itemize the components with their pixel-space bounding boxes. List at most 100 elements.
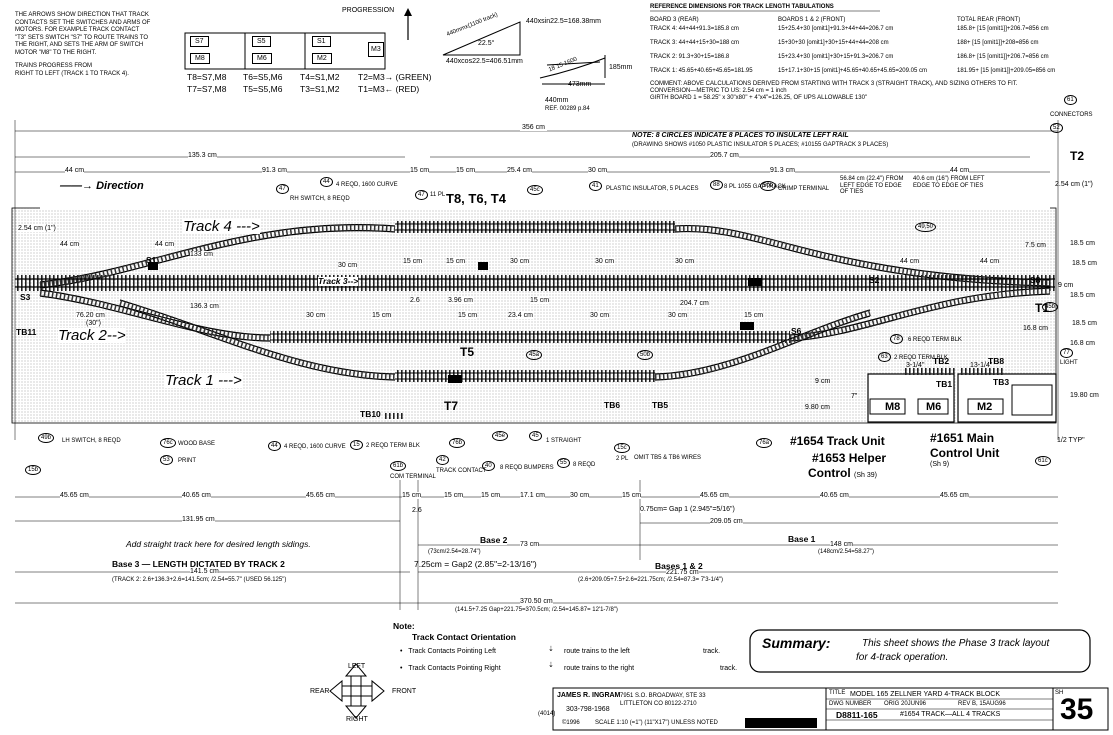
sheet-number: 35 bbox=[1060, 693, 1094, 726]
ref-table-title: REFERENCE DIMENSIONS FOR TRACK LENGTH TA… bbox=[650, 4, 834, 10]
geom-run: 473mm bbox=[568, 81, 592, 88]
base3-len: 141.5 cm bbox=[190, 568, 219, 575]
dim-26b: 2.6 bbox=[412, 507, 422, 514]
ref-row-4-a: TRACK 1: 45.65+40.65+45.65=181.95 bbox=[650, 68, 753, 74]
legend-box-s5: S5 bbox=[252, 36, 271, 47]
connectors-label: CONNECTORS bbox=[1050, 112, 1093, 118]
base12-sub: (2.6+209.05+7.5+2.6=221.75cm; /2.54=87.3… bbox=[578, 577, 724, 583]
tb3-label: TB3 bbox=[993, 377, 1010, 387]
contact-t2: T2 bbox=[1070, 149, 1085, 163]
callout-50b-b: 50b bbox=[637, 350, 654, 360]
row4-dim-44c: 44 cm bbox=[900, 258, 920, 265]
curve-note-a: 40.6 cm (16") FROM LEFT EDGE TO EDGE OF … bbox=[913, 176, 985, 189]
callout-77: 77 bbox=[1060, 348, 1073, 358]
callout-53: 53 bbox=[160, 455, 173, 465]
callout-15: 15 bbox=[350, 440, 363, 450]
switch-s1: S1 bbox=[146, 255, 157, 265]
legend-box-m2: M2 bbox=[312, 53, 332, 64]
orig-date: ORIG 20JUN96 bbox=[884, 701, 927, 707]
geom-ref: REF. 00289 p.84 bbox=[545, 106, 590, 112]
base2-len: 73 cm bbox=[520, 541, 540, 548]
note-circles: NOTE: 8 CIRCLES INDICATE 8 PLACES TO INS… bbox=[632, 132, 849, 139]
label-11pl: 11 PL bbox=[430, 192, 446, 198]
row3-dim-15: 15 cm bbox=[530, 297, 550, 304]
dim-44-a: 44 cm bbox=[65, 167, 85, 174]
row4-dim-133: 133 cm bbox=[190, 251, 213, 258]
legend-box-m6: M6 bbox=[252, 53, 272, 64]
row3-dim-185b: 18.5 cm bbox=[1070, 292, 1095, 299]
row3-dim-396: 3.96 cm bbox=[448, 297, 473, 304]
mapping-t5: T5=S5,M6 bbox=[243, 84, 283, 94]
rdim-168: 16.8 cm bbox=[1023, 325, 1048, 332]
track-1-label: Track 1 ---> bbox=[165, 372, 242, 389]
drawing-title: MODEL 165 ZELLNER YARD 4-TRACK BLOCK bbox=[850, 691, 1001, 698]
summary-text-1: This sheet shows the Phase 3 track layou… bbox=[862, 638, 1050, 649]
callout-76c: 76c bbox=[160, 438, 176, 448]
bdim-15b: 15 cm bbox=[444, 492, 464, 499]
row4-dim-15b: 15 cm bbox=[446, 258, 466, 265]
callout-47b: 47 bbox=[415, 190, 428, 200]
tb8-label: TB8 bbox=[988, 356, 1005, 366]
switch-s3: S3 bbox=[20, 292, 31, 302]
mapping-t8: T8=S7,M8 bbox=[187, 72, 227, 82]
label-term-blk-a: 2 REQD TERM BLK bbox=[366, 443, 420, 449]
switch-s8: S8 bbox=[1030, 275, 1041, 285]
ref-row-4-c: 181.95+ [15 [omit1]]+209.05=856 cm bbox=[957, 68, 1056, 74]
track-3-label: Track 3--> bbox=[318, 276, 359, 286]
row4-dim-44d: 44 cm bbox=[980, 258, 1000, 265]
bdim-4065b: 40.65 cm bbox=[820, 492, 849, 499]
dim-205: 205.7 cm bbox=[710, 152, 739, 159]
row3-dim-185a: 18.5 cm bbox=[1070, 240, 1095, 247]
callout-50b-a: 50b bbox=[760, 181, 777, 191]
callout-45: 45 bbox=[529, 431, 542, 441]
direction-label: ——→ Direction bbox=[60, 180, 144, 192]
legend-box-m8: M8 bbox=[190, 53, 210, 64]
legend-box-s7: S7 bbox=[190, 36, 209, 47]
unit-1651-sub: Control Unit bbox=[930, 446, 1000, 460]
label-8reqd: 8 REQD bbox=[573, 462, 596, 468]
mapping-t4: T4=S1,M2 bbox=[300, 72, 340, 82]
total-sub: (141.5+7.25 Gap+221.75=370.5cm; /2.54=14… bbox=[455, 607, 618, 613]
geom-rise: 185mm bbox=[609, 64, 633, 71]
row4-dim-30b: 30 cm bbox=[510, 258, 530, 265]
tb5-label: TB5 bbox=[652, 400, 669, 410]
geom-base: 440mm bbox=[545, 97, 569, 104]
callout-45b: 45b bbox=[1042, 302, 1059, 312]
ref-row-1-c: 185.8+ [15 [omit1]]+206.7=856 cm bbox=[957, 26, 1049, 32]
geom-angle: 22.5° bbox=[478, 40, 495, 47]
rdim-198: 19.80 cm bbox=[1070, 392, 1099, 399]
sheet-label: SH bbox=[1055, 690, 1064, 696]
callout-61c: 61c bbox=[1035, 456, 1051, 466]
label-curve-b: 4 REQD, 1600 CURVE bbox=[284, 444, 346, 450]
callout-63: 63 bbox=[878, 352, 891, 362]
tb10-label: TB10 bbox=[360, 409, 381, 419]
ref-row-1-b: 15+25.4+30 [omit1]+91.3+44+44=206.7 cm bbox=[778, 26, 894, 32]
ref-row-2-b: 15+30+30 [omit1]+30+15+44+44=208 cm bbox=[778, 40, 889, 46]
row4-dim-44a: 44 cm bbox=[60, 241, 80, 248]
note-line-1c: track. bbox=[703, 648, 721, 655]
callout-47a: 47 bbox=[276, 184, 289, 194]
rdim-13-14: 13-1/4" bbox=[970, 362, 993, 369]
contacts-t8-t6-t4: T8, T6, T4 bbox=[446, 191, 506, 206]
base1-label: Base 1 bbox=[788, 534, 816, 544]
label-light: LIGHT bbox=[1060, 360, 1078, 366]
note-line-2b: route trains to the right bbox=[564, 665, 635, 672]
rdim-3-14: 3-1/4" bbox=[906, 362, 925, 369]
row3-dim-26: 2.6 bbox=[410, 297, 420, 304]
rdim-9: 9 cm bbox=[815, 378, 831, 385]
note-line-1a: • Track Contacts Pointing Left bbox=[400, 648, 496, 655]
callout-15b: 15b bbox=[25, 465, 42, 475]
label-straight: 1 STRAIGHT bbox=[546, 438, 582, 444]
callout-41: 41 bbox=[589, 181, 602, 191]
row4-dim-30c: 30 cm bbox=[595, 258, 615, 265]
curve-note-b: 56.84 cm (22.4") FROM LEFT EDGE TO EDGE … bbox=[840, 176, 904, 195]
track-2-label: Track 2--> bbox=[58, 327, 126, 344]
author-addr-2: LITTLETON CO 80122-2710 bbox=[620, 701, 697, 707]
label-gaptrack: 8 PL 1055 GAPTRACK bbox=[724, 184, 786, 190]
unit-1651-label: #1651 Main bbox=[930, 431, 995, 445]
author-phone: 303-798-1968 bbox=[566, 706, 610, 713]
dim-44-b: 44 cm bbox=[950, 167, 970, 174]
compass-rear: REAR bbox=[310, 688, 330, 695]
dim-15-b: 15 cm bbox=[456, 167, 476, 174]
